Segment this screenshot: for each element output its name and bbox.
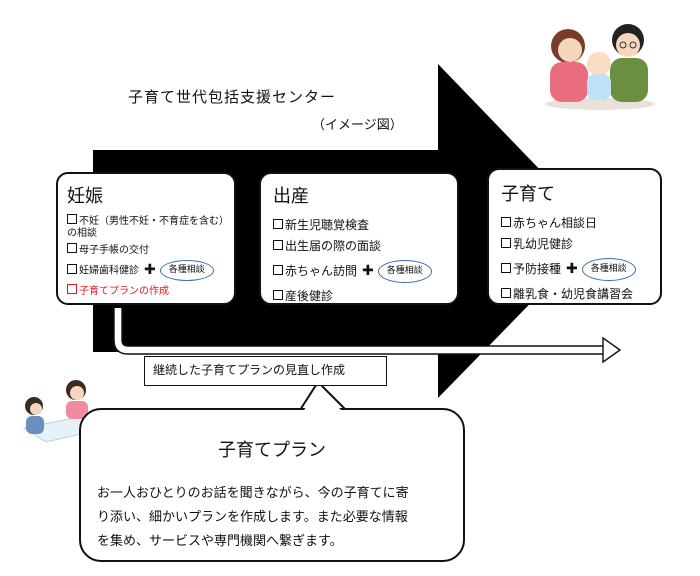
timeline-arrow (114, 308, 604, 354)
stage-birth-title: 出産 (273, 186, 309, 207)
consult-badge: 各種相談 (159, 260, 214, 281)
stage-pregnancy: 妊娠 不妊（男性不妊・不育症を含む）の相談 母子手帳の交付 妊婦歯科健診✚各種相… (56, 172, 236, 305)
plan-bubble: 子育てプラン お一人おひとりのお話を聞きながら、今の子育てに寄 り添い、細かいプ… (79, 408, 465, 562)
page-title: 子育て世代包括支援センター (128, 88, 337, 106)
timeline-arrowhead (602, 336, 622, 364)
plus-icon: ✚ (362, 263, 374, 279)
list-item: 不妊（男性不妊・不育症を含む）の相談 (67, 214, 229, 239)
checkbox-icon (501, 263, 511, 273)
list-item: 予防接種✚各種相談 (501, 258, 660, 281)
plan-line: お一人おひとりのお話を聞きながら、今の子育てに寄 (97, 486, 409, 501)
plan-line: を集め、サービスや専門機関へ繋ぎます。 (97, 534, 343, 549)
checkbox-icon (501, 217, 511, 227)
timeline-arrow-outline (113, 306, 604, 355)
stage-pregnancy-list: 不妊（男性不妊・不育症を含む）の相談 母子手帳の交付 妊婦歯科健診✚各種相談 子… (67, 214, 234, 298)
plus-icon: ✚ (566, 261, 578, 277)
plus-icon: ✚ (144, 262, 156, 278)
stage-pregnancy-title: 妊娠 (67, 186, 103, 207)
checkbox-icon (273, 265, 283, 275)
stage-childrearing-list: 赤ちゃん相談日 乳幼児健診 予防接種✚各種相談 離乳食・幼児食講習会 (501, 216, 660, 302)
list-item: 赤ちゃん訪問✚各種相談 (273, 260, 457, 283)
checkbox-icon (501, 288, 511, 298)
stage-childrearing-title: 子育て (501, 184, 555, 205)
checkbox-icon (67, 214, 77, 224)
checkbox-icon (273, 240, 283, 250)
checkbox-icon (67, 284, 77, 294)
list-item-highlight: 子育てプランの作成 (67, 284, 234, 298)
consult-badge: 各種相談 (581, 258, 636, 281)
review-label: 継続した子育てプランの見直し作成 (144, 356, 387, 386)
checkbox-icon (67, 243, 77, 253)
plan-description: お一人おひとりのお話を聞きながら、今の子育てに寄 り添い、細かいプランを作成しま… (97, 482, 453, 554)
checkbox-icon (67, 263, 77, 274)
stage-childrearing: 子育て 赤ちゃん相談日 乳幼児健診 予防接種✚各種相談 離乳食・幼児食講習会 (487, 168, 662, 305)
plan-bubble-tail (298, 380, 349, 411)
list-item: 出生届の際の面談 (273, 239, 457, 254)
list-item: 離乳食・幼児食講習会 (501, 287, 660, 302)
list-item: 産後健診 (273, 289, 457, 304)
list-item: 妊婦歯科健診✚各種相談 (67, 260, 234, 281)
stage-birth: 出産 新生児聴覚検査 出生届の際の面談 赤ちゃん訪問✚各種相談 産後健診 (259, 172, 459, 305)
checkbox-icon (273, 290, 283, 300)
consult-badge: 各種相談 (377, 260, 432, 283)
list-item: 母子手帳の交付 (67, 243, 234, 257)
page-subtitle: （イメージ図） (312, 118, 403, 133)
plan-title: 子育てプラン (218, 440, 326, 461)
list-item: 乳幼児健診 (501, 237, 660, 252)
plan-line: り添い、細かいプランを作成します。また必要な情報 (97, 510, 408, 525)
checkbox-icon (501, 238, 511, 248)
checkbox-icon (273, 219, 283, 229)
list-item: 赤ちゃん相談日 (501, 216, 660, 231)
list-item: 新生児聴覚検査 (273, 218, 457, 233)
family-icon (545, 24, 655, 110)
stage-birth-list: 新生児聴覚検査 出生届の際の面談 赤ちゃん訪問✚各種相談 産後健診 (273, 218, 457, 304)
